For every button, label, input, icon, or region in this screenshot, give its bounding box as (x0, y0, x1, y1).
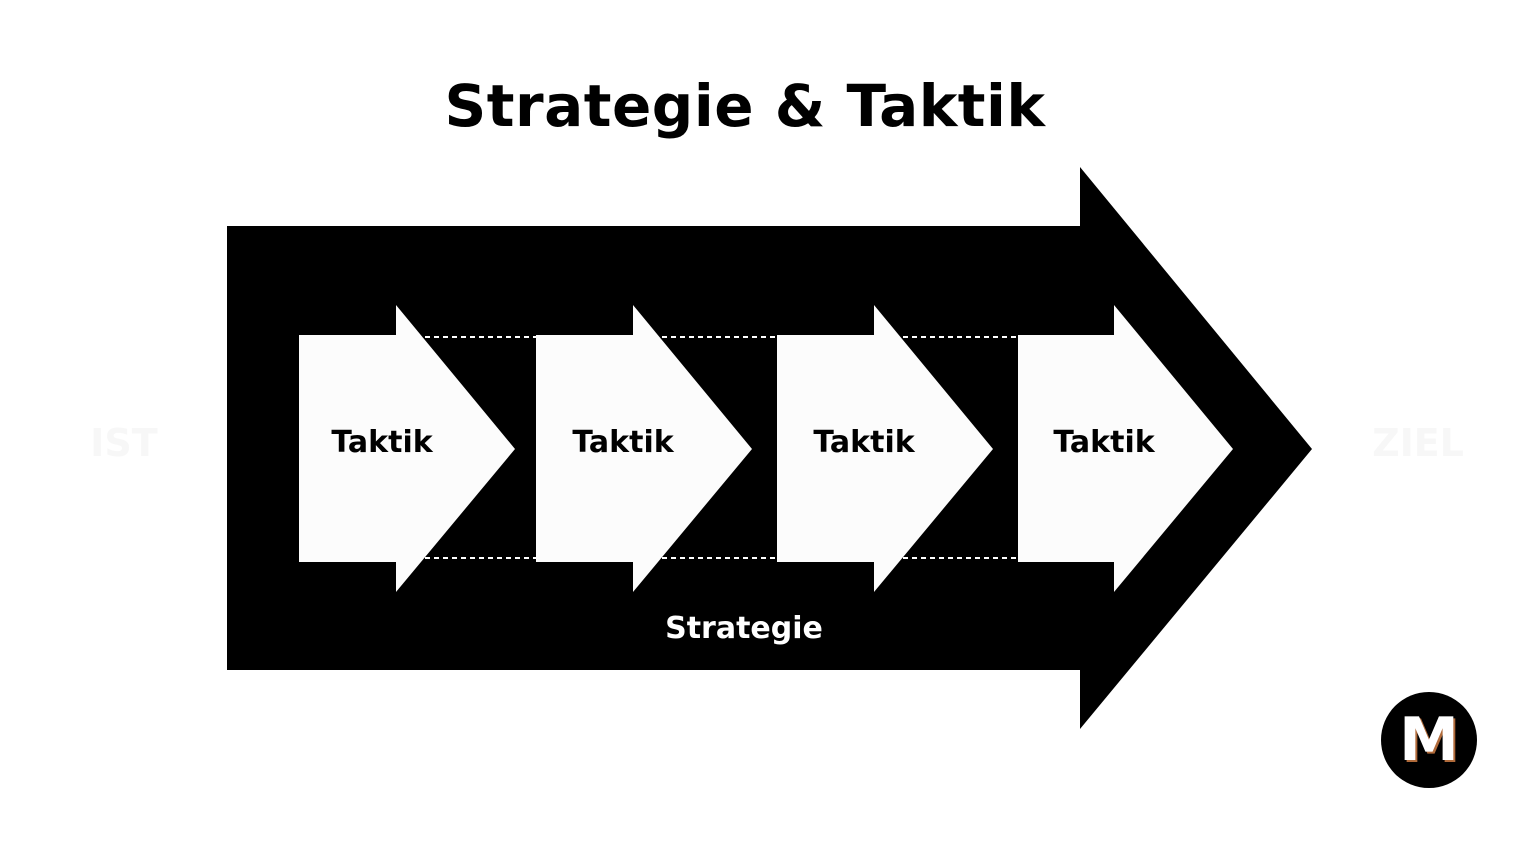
strategy-arrow (227, 167, 1312, 729)
logo: M (1381, 692, 1477, 788)
tactic-arrow-4 (1018, 305, 1233, 592)
page-title: Strategie & Taktik (444, 72, 1046, 140)
strategy-label: Strategie (665, 611, 823, 646)
tactic-arrow-1 (299, 305, 515, 592)
tactic-arrow-3 (777, 305, 993, 592)
tactic-label: Taktik (572, 425, 674, 460)
tactic-label: Taktik (331, 425, 433, 460)
connector-lines (425, 336, 1018, 559)
logo-letter: M (1399, 705, 1459, 775)
start-label: IST (90, 421, 158, 465)
tactic-label: Taktik (1053, 425, 1155, 460)
tactic-arrow-2 (536, 305, 752, 592)
end-label: ZIEL (1372, 421, 1464, 465)
tactic-label: Taktik (813, 425, 915, 460)
